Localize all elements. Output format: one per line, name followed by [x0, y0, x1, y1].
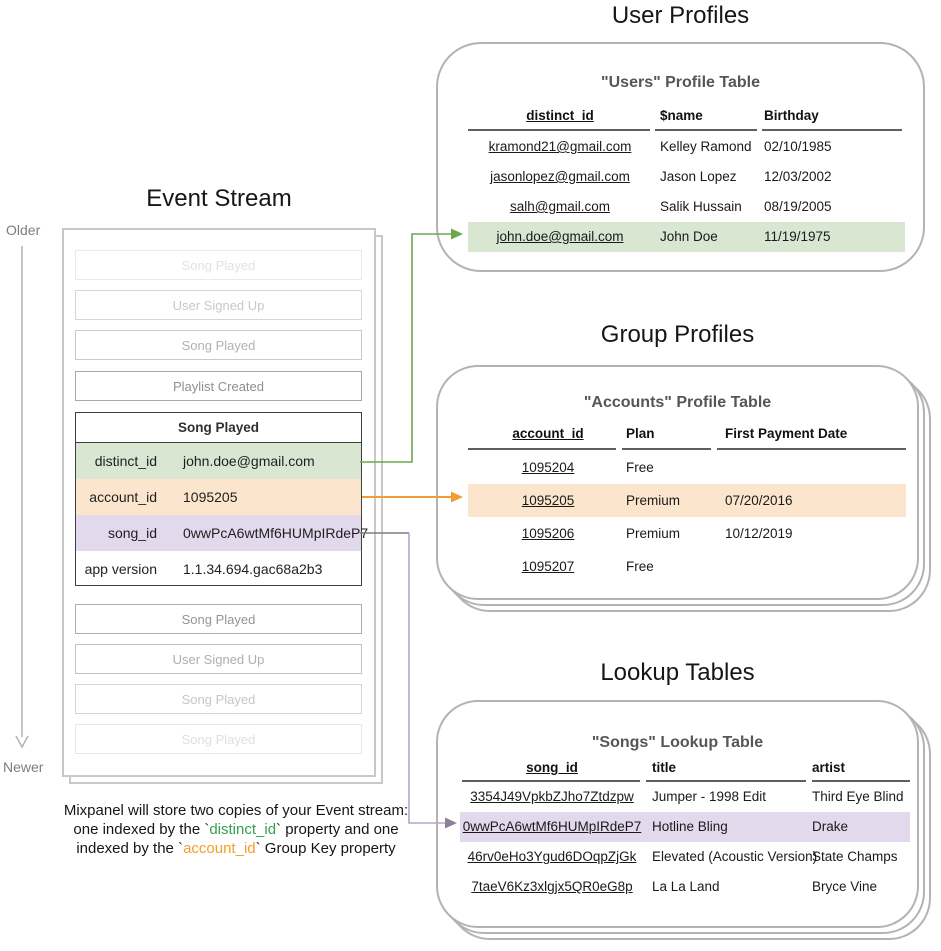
table-row: 7taeV6Kz3xlgjx5QR0eG8p La La Land Bryce … [471, 879, 878, 894]
event-item: Song Played [75, 250, 362, 280]
col-header-artist: artist [812, 760, 846, 775]
prop-value: 0wwPcA6wtMf6HUMpIRdeP7 [183, 525, 369, 541]
accounts-table-title: "Accounts" Profile Table [583, 394, 772, 411]
expanded-event-title: Song Played [76, 413, 361, 443]
newer-label: Newer [3, 759, 44, 775]
col-header-distinct-id: distinct_id [526, 108, 594, 123]
accounts-profile-card: "Accounts" Profile Table account_id Plan… [436, 365, 919, 600]
header-rule [468, 129, 650, 131]
header-rule [462, 780, 640, 782]
table-row: 1095207 Free [521, 559, 654, 574]
table-row-highlighted: john.doe@gmail.com John Doe 11/19/1975 [468, 222, 905, 252]
table-row: 1095204 Free [521, 460, 654, 475]
event-item: Song Played [75, 330, 362, 360]
older-label: Older [6, 222, 41, 238]
col-header-first-payment: First Payment Date [725, 426, 848, 441]
table-row: jasonlopez@gmail.com Jason Lopez 12/03/2… [490, 169, 832, 184]
footnote-line2: one indexed by the `distinct_id` propert… [73, 821, 399, 838]
event-stream-panel: Song Played User Signed Up Song Played P… [62, 228, 376, 777]
prop-key: app version [84, 561, 157, 577]
event-item: User Signed Up [75, 290, 362, 320]
table-row: kramond21@gmail.com Kelley Ramond 02/10/… [488, 139, 832, 154]
event-stream-title: Event Stream [146, 185, 292, 212]
prop-value: 1.1.34.694.gac68a2b3 [183, 561, 323, 577]
event-item: Song Played [75, 724, 362, 754]
col-header-title: title [652, 760, 677, 775]
group-profiles-title: Group Profiles [600, 321, 755, 348]
prop-key: song_id [107, 525, 157, 541]
col-header-account-id: account_id [512, 426, 584, 441]
table-row: 3354J49VpkbZJho7Ztdzpw Jumper - 1998 Edi… [470, 789, 904, 804]
event-item: Playlist Created [75, 371, 362, 401]
songs-table-title: "Songs" Lookup Table [591, 734, 764, 751]
col-header-song-id: song_id [526, 760, 578, 775]
table-row: salh@gmail.com Salik Hussain 08/19/2005 [510, 199, 832, 214]
table-row: 1095206 Premium 10/12/2019 [521, 526, 793, 541]
time-axis-arrow [15, 246, 29, 749]
header-rule [468, 448, 616, 450]
table-row-highlighted: 0wwPcA6wtMf6HUMpIRdeP7 Hotline Bling Dra… [460, 812, 910, 842]
header-rule [646, 780, 806, 782]
prop-key: distinct_id [94, 453, 157, 469]
table-row: 46rv0eHo3Ygud6DOqpZjGk Elevated (Acousti… [467, 849, 898, 864]
event-prop-song-id: song_id 0wwPcA6wtMf6HUMpIRdeP7 [76, 515, 368, 551]
footnote-caption: Mixpanel will store two copies of your E… [40, 801, 432, 858]
event-item: User Signed Up [75, 644, 362, 674]
col-header-birthday: Birthday [764, 108, 819, 123]
event-prop-account-id: account_id 1095205 [76, 479, 361, 515]
prop-key: account_id [89, 489, 157, 505]
event-prop-app-version: app version 1.1.34.694.gac68a2b3 [76, 551, 361, 587]
users-profile-card: "Users" Profile Table distinct_id $name … [436, 42, 925, 272]
header-rule [762, 129, 902, 131]
footnote-line1: Mixpanel will store two copies of your E… [63, 802, 409, 819]
footnote-line3: indexed by the `account_id` Group Key pr… [76, 840, 396, 857]
col-header-name: $name [660, 108, 703, 123]
col-header-plan: Plan [626, 426, 655, 441]
event-item: Song Played [75, 684, 362, 714]
expanded-event-card: Song Played distinct_id john.doe@gmail.c… [75, 412, 368, 587]
event-item: Song Played [75, 604, 362, 634]
table-row-highlighted: 1095205 Premium 07/20/2016 [468, 484, 906, 517]
songs-lookup-card: "Songs" Lookup Table song_id title artis… [436, 700, 919, 928]
header-rule [622, 448, 711, 450]
event-prop-distinct-id: distinct_id john.doe@gmail.com [76, 443, 361, 479]
users-table-title: "Users" Profile Table [601, 74, 760, 91]
lookup-tables-title: Lookup Tables [600, 659, 755, 686]
account-id-term: account_id [183, 840, 256, 857]
user-profiles-title: User Profiles [611, 2, 750, 29]
prop-value: 1095205 [183, 489, 238, 505]
prop-value: john.doe@gmail.com [183, 453, 315, 469]
header-rule [655, 129, 757, 131]
header-rule [717, 448, 906, 450]
header-rule [812, 780, 910, 782]
distinct-id-term: distinct_id [209, 821, 277, 838]
